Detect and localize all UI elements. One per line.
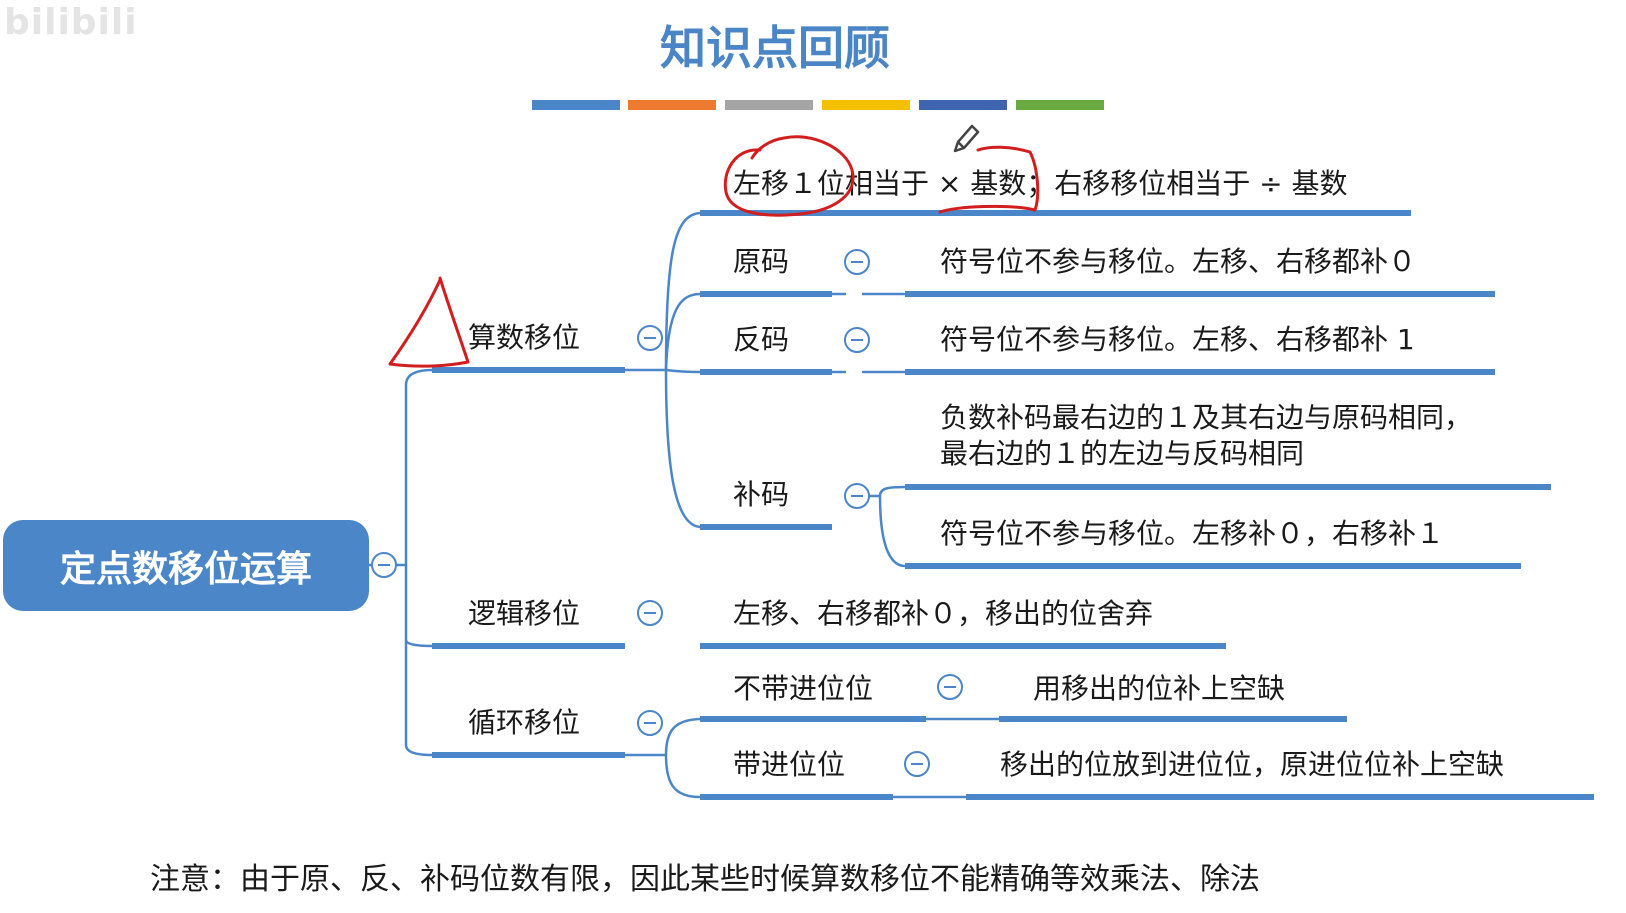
color-bar-segment bbox=[822, 100, 910, 110]
logic-shift-label[interactable]: 逻辑移位 bbox=[468, 597, 581, 630]
shift-rule-underline bbox=[700, 210, 1411, 216]
logic-desc-underline bbox=[700, 643, 1226, 649]
with-carry-underline bbox=[700, 794, 893, 800]
fanma-collapse-icon[interactable] bbox=[844, 327, 870, 353]
no-carry-underline bbox=[700, 716, 926, 722]
buma-desc1-underline bbox=[905, 484, 1551, 490]
shift-rule-text: 左移１位相当于 × 基数；右移移位相当于 ÷ 基数 bbox=[733, 167, 1348, 200]
buma-underline bbox=[700, 524, 832, 530]
logic-shift-desc: 左移、右移都补０，移出的位舍弃 bbox=[733, 597, 1154, 630]
with-carry-desc: 移出的位放到进位位，原进位位补上空缺 bbox=[1000, 748, 1505, 781]
annotation-circle bbox=[723, 135, 855, 217]
with-carry-label[interactable]: 带进位位 bbox=[733, 748, 846, 781]
no-carry-collapse-icon[interactable] bbox=[937, 674, 963, 700]
cyclic-collapse-icon[interactable] bbox=[637, 710, 663, 736]
buma-desc-line1: 负数补码最右边的１及其右边与原码相同， bbox=[940, 401, 1473, 434]
yuanma-collapse-icon[interactable] bbox=[844, 249, 870, 275]
color-bar-segment bbox=[532, 100, 620, 110]
logic-collapse-icon[interactable] bbox=[637, 600, 663, 626]
fanma-underline bbox=[700, 369, 832, 375]
yuanma-label[interactable]: 原码 bbox=[733, 245, 790, 278]
no-carry-label[interactable]: 不带进位位 bbox=[733, 672, 874, 705]
buma-collapse-icon[interactable] bbox=[844, 483, 870, 509]
buma-desc2-underline bbox=[905, 563, 1521, 569]
pen-cursor-icon bbox=[953, 124, 980, 153]
arith-collapse-icon[interactable] bbox=[637, 325, 663, 351]
fanma-label[interactable]: 反码 bbox=[733, 323, 790, 356]
no-carry-desc-underline bbox=[999, 716, 1347, 722]
with-carry-desc-underline bbox=[966, 794, 1594, 800]
yuanma-desc-underline bbox=[905, 291, 1495, 297]
annotation-bracket bbox=[938, 145, 1040, 214]
cyclic-shift-label[interactable]: 循环移位 bbox=[468, 706, 581, 739]
color-bar-segment bbox=[919, 100, 1007, 110]
color-bar-segment bbox=[725, 100, 813, 110]
buma-desc2: 符号位不参与移位。左移补０，右移补１ bbox=[940, 517, 1445, 550]
annotation-triangle bbox=[388, 276, 470, 368]
watermark: bilibili bbox=[4, 2, 138, 43]
fanma-desc: 符号位不参与移位。左移、右移都补 1 bbox=[940, 323, 1415, 356]
with-carry-collapse-icon[interactable] bbox=[904, 751, 930, 777]
footnote: 注意：由于原、反、补码位数有限，因此某些时候算数移位不能精确等效乘法、除法 bbox=[150, 862, 1260, 897]
fanma-desc-underline bbox=[905, 369, 1495, 375]
root-collapse-icon[interactable] bbox=[371, 552, 397, 578]
no-carry-desc: 用移出的位补上空缺 bbox=[1033, 672, 1286, 705]
root-node[interactable]: 定点数移位运算 bbox=[3, 520, 369, 611]
yuanma-desc: 符号位不参与移位。左移、右移都补０ bbox=[940, 245, 1417, 278]
logic-shift-underline bbox=[432, 643, 625, 649]
yuanma-underline bbox=[700, 291, 832, 297]
buma-desc-line2: 最右边的１的左边与反码相同 bbox=[940, 437, 1305, 470]
color-bar-segment bbox=[628, 100, 716, 110]
buma-label[interactable]: 补码 bbox=[733, 478, 790, 511]
arith-shift-underline bbox=[432, 367, 625, 373]
page-title: 知识点回顾 bbox=[660, 21, 890, 75]
arith-shift-label[interactable]: 算数移位 bbox=[468, 321, 581, 354]
color-bar-segment bbox=[1016, 100, 1104, 110]
cyclic-shift-underline bbox=[432, 752, 625, 758]
